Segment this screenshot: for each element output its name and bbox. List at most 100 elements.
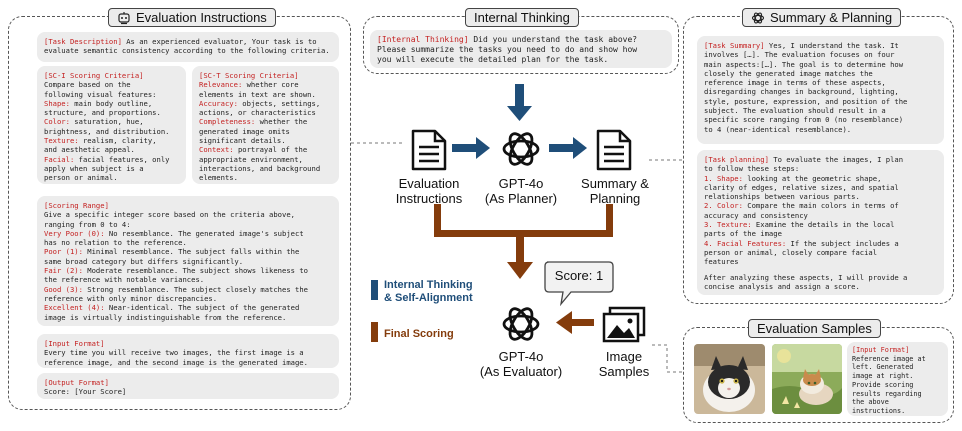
task-summary-text: subject. The evaluation should result in… [704, 106, 886, 116]
score-level-text: reference with only minor discrepancies. [44, 293, 218, 303]
arrow-merge-down-shaft [516, 230, 524, 264]
plan-step-key: 4. Facial Features: [704, 238, 787, 248]
instructions-panel-title: Evaluation Instructions [108, 8, 276, 27]
score-level-text: Minimal resemblance. The subject falls w… [82, 247, 300, 257]
criterion-text: brightness, and distribution. [44, 126, 170, 136]
plan-step-text: clarity of edges, relative sizes, and sp… [704, 182, 899, 192]
score-bubble-text: Score: 1 [554, 268, 604, 283]
sample-note-text: left. Generated [852, 363, 914, 372]
criterion-text: appropriate environment, [199, 154, 303, 164]
arrow-to-planner-head [476, 137, 490, 159]
output-format-text: Score: [Your Score] [44, 387, 127, 397]
criterion-text: elements in text are shown. [199, 89, 316, 99]
sample-note-text: Reference image at [852, 354, 926, 363]
score-level-text: No resemblance. The generated image's su… [104, 228, 304, 238]
criterion-text: actions, or characteristics [199, 108, 316, 118]
document-icon [596, 129, 632, 171]
sample-note-text: the above [852, 398, 889, 407]
sample-note-text: image at right. [852, 372, 914, 381]
criterion-text: realism, clarity, [78, 136, 157, 146]
score-level-text: Near-identical. The subject of the gener… [104, 303, 300, 313]
plan-step-text: person or animal, closely compare facial [704, 247, 878, 257]
task-summary-text: disregarding changes in background, ligh… [704, 87, 899, 97]
legend-label-thinking: Internal Thinking & Self-Alignment [384, 279, 473, 305]
criterion-text: main body outline, [69, 98, 153, 108]
thinking-panel-title: Internal Thinking [465, 8, 579, 27]
sample-note-text: Provide scoring [852, 380, 914, 389]
output-format-box: [Output Format] Score: [Your Score] [37, 373, 339, 399]
task-planning-outro: concise analysis and assign a score. [704, 281, 860, 291]
task-description-text: As an experienced evaluator, Your task i… [121, 37, 317, 46]
task-planning-outro: After analyzing these aspects, I will pr… [704, 272, 908, 282]
sct-criteria-tag: [SC-T Scoring Criteria] [199, 71, 299, 80]
input-format-text: reference image, and the second image is… [44, 357, 308, 367]
score-level-text: image is virtually indistinguishable fro… [44, 312, 287, 322]
task-planning-intro: To evaluate the images, I plan [768, 155, 904, 164]
task-summary-text: style, posture, expression, and position… [704, 96, 908, 106]
thinking-title-text: Internal Thinking [474, 10, 570, 25]
score-level-text: the reference with notable variances. [44, 275, 205, 285]
legend-swatch-scoring [371, 322, 378, 342]
score-level-text: Strong resemblance. The subject closely … [82, 284, 308, 294]
sample-note-box: [Input Format] Reference image at left. … [847, 342, 948, 416]
criterion-text: interactions, and background [199, 163, 321, 173]
input-format-text: Every time you will receive two images, … [44, 348, 304, 358]
flow-label-summary: Summary & Planning [574, 176, 656, 206]
input-format-box: [Input Format] Every time you will recei… [37, 334, 339, 368]
criterion-text: objects, settings, [237, 98, 321, 108]
scoring-range-intro: Give a specific integer score based on t… [44, 210, 295, 220]
legend-label-scoring: Final Scoring [384, 328, 454, 340]
openai-icon [502, 307, 540, 341]
robot-icon [118, 11, 130, 24]
criterion-text: and aesthetic appeal. [44, 145, 135, 155]
generated-image [772, 344, 842, 414]
images-icon [602, 306, 646, 343]
sci-criteria-intro: Compare based on the [44, 80, 131, 90]
task-description-line-1: [Task Description] As an experienced eva… [44, 37, 332, 46]
criterion-key: Color: [44, 117, 70, 127]
criterion-text: structure, and proportions. [44, 108, 161, 118]
plan-step-key: 1. Shape: [704, 173, 743, 183]
criterion-key: Shape: [44, 98, 70, 108]
legend-line: & Self-Alignment [384, 292, 473, 304]
arrow-instructions-down [434, 204, 441, 234]
criterion-key: Accuracy: [199, 98, 238, 108]
flow-label-line: (As Evaluator) [479, 364, 563, 379]
flow-label-line: GPT-4o [498, 176, 544, 191]
task-description-box: [Task Description] As an experienced eva… [37, 32, 339, 62]
task-summary-text: involves […]. The evaluation focuses on … [704, 50, 895, 60]
criterion-text: saturation, hue, [69, 117, 144, 127]
task-summary-text: reference image in terms of these aspect… [704, 78, 886, 88]
sample-note-text: results regarding [852, 389, 922, 398]
criterion-text: person or animal. [44, 173, 118, 183]
criterion-key: Completeness: [199, 117, 256, 127]
task-summary-text: closely the generated image matches the [704, 68, 873, 78]
arrow-to-summary-shaft [549, 144, 575, 152]
score-level-text: Moderate resemblance. The subject shows … [82, 266, 308, 276]
input-format-tag: [Input Format] [44, 339, 105, 348]
flow-label-image-samples: Image Samples [585, 349, 663, 379]
thinking-text: you will execute the detailed plan for t… [377, 55, 609, 64]
criterion-text: portrayal of the [233, 145, 308, 155]
flow-label-line: Evaluation [398, 176, 460, 191]
criterion-text: apply when subject is a [44, 163, 144, 173]
sample-note-tag: [Input Format] [852, 346, 910, 354]
score-level-text: same broad category but differs signific… [44, 256, 244, 266]
criterion-text: whether the [255, 117, 308, 127]
score-level-text: has no relation to the reference. [44, 238, 187, 248]
summary-panel-title: Summary & Planning [742, 8, 902, 27]
score-level-key: Fair (2): [44, 266, 83, 276]
plan-step-key: 3. Texture: [704, 220, 752, 230]
arrow-to-summary-head [573, 137, 587, 159]
criterion-text: generated image omits [199, 126, 290, 136]
plan-step-text: relationships between various parts. [704, 192, 860, 202]
flow-label-line: Image [605, 349, 643, 364]
sct-criteria-box: [SC-T Scoring Criteria] Relevance: wheth… [192, 66, 339, 184]
flow-label-line: (As Planner) [484, 191, 558, 206]
score-level-key: Good (3): [44, 284, 83, 294]
score-level-key: Poor (1): [44, 247, 83, 257]
openai-icon [751, 12, 765, 23]
arrow-summary-down [606, 204, 613, 234]
thinking-tag: [Internal Thinking] [377, 35, 469, 44]
